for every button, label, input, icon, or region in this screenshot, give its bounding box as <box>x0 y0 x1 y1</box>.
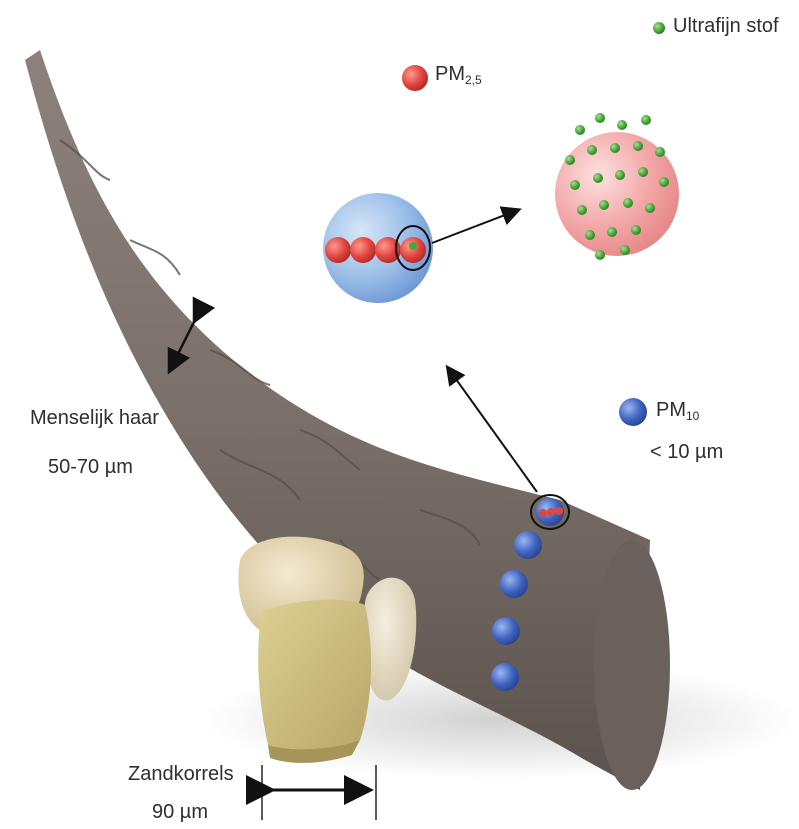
ultrafine-particle <box>623 198 633 208</box>
zoom-arrow-2-icon <box>432 210 518 243</box>
sand-size-label: 90 µm <box>152 800 208 824</box>
ultrafine-particle <box>659 177 669 187</box>
ultrafine-particle <box>585 230 595 240</box>
ultrafine-particle <box>595 250 605 260</box>
ultrafine-particle <box>595 113 605 123</box>
ultrafine-particle <box>570 180 580 190</box>
ultrafine-particle <box>607 227 617 237</box>
ultrafine-particle <box>620 245 630 255</box>
pm25-label-main: PM <box>435 63 465 85</box>
pm25-label-sub: 2,5 <box>465 73 482 87</box>
ultrafine-particle <box>645 203 655 213</box>
ultrafine-particle <box>599 200 609 210</box>
pm25-dot-icon <box>402 65 428 91</box>
pm25-bubble <box>555 113 679 260</box>
hair-size-label: 50-70 µm <box>48 455 133 479</box>
ultrafine-particle <box>593 173 603 183</box>
ultrafine-particle <box>610 143 620 153</box>
ultrafine-particle <box>577 205 587 215</box>
pm10-label-main: PM <box>656 399 686 421</box>
zoom-arrow-1-icon <box>448 368 537 492</box>
pm25-label: PM2,5 <box>435 62 482 92</box>
sand-width-arrow-icon <box>262 765 376 820</box>
ultrafine-particle <box>631 225 641 235</box>
ultrafine-particle <box>587 145 597 155</box>
ultrafine-particle <box>655 147 665 157</box>
hair-name-label: Menselijk haar <box>30 406 159 430</box>
ultrafine-particle <box>615 170 625 180</box>
pm10-size-label: < 10 µm <box>650 440 723 464</box>
ultrafine-particle <box>638 167 648 177</box>
pm10-label-sub: 10 <box>686 409 699 423</box>
sand-name-label: Zandkorrels <box>128 762 234 786</box>
ultrafine-particle <box>575 125 585 135</box>
ultrafine-particle <box>565 155 575 165</box>
pm10-label: PM10 <box>656 398 699 428</box>
ultrafine-label: Ultrafijn stof <box>673 14 779 38</box>
ultrafine-dot-icon <box>653 22 665 34</box>
ultrafine-particle <box>641 115 651 125</box>
pm10-bubble <box>323 193 433 303</box>
pm10-dot-icon <box>619 398 647 426</box>
ultrafine-particle <box>633 141 643 151</box>
ultrafine-particle <box>617 120 627 130</box>
